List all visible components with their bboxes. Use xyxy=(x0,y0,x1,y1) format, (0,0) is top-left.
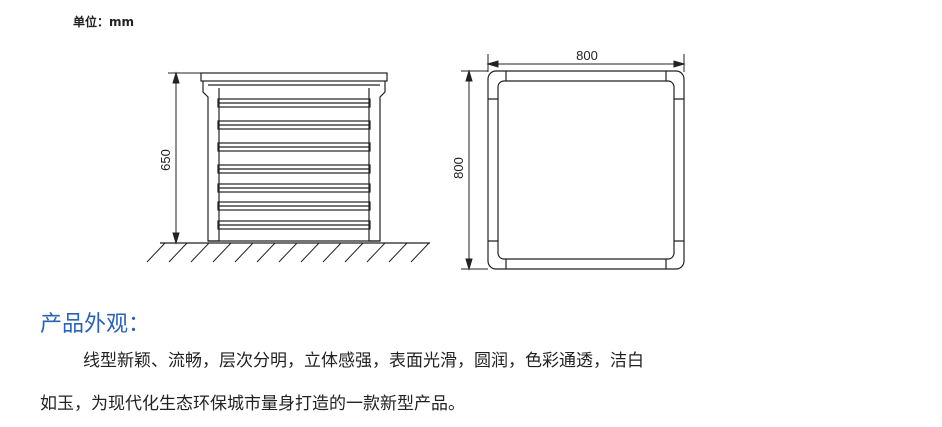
louver-slats xyxy=(217,98,371,230)
section-heading: 产品外观： xyxy=(40,312,151,337)
height-dim-label: 650 xyxy=(158,149,173,171)
inner-frame xyxy=(497,80,675,260)
unit-label: 单位：mm xyxy=(73,15,135,29)
lid xyxy=(200,72,388,82)
depth-dim-label: 800 xyxy=(451,157,466,179)
height-dimension xyxy=(168,71,205,245)
left-post xyxy=(202,81,220,242)
ground-hatching xyxy=(146,242,430,263)
width-dim-label: 800 xyxy=(576,48,598,63)
description-line-2: 如玉，为现代化生态环保城市量身打造的一款新型产品。 xyxy=(40,394,465,414)
top-plan-view xyxy=(461,54,686,271)
technical-drawing: 650 800 800 xyxy=(146,48,686,271)
description-line-1: 线型新颖、流畅，层次分明，立体感强，表面光滑，圆润，色彩通透，洁白 xyxy=(83,351,644,371)
width-dimension xyxy=(486,54,686,72)
right-post xyxy=(368,81,386,242)
corner-brackets xyxy=(488,71,684,269)
outer-frame xyxy=(487,70,685,270)
side-elevation-view xyxy=(146,71,430,263)
depth-dimension xyxy=(461,69,488,271)
